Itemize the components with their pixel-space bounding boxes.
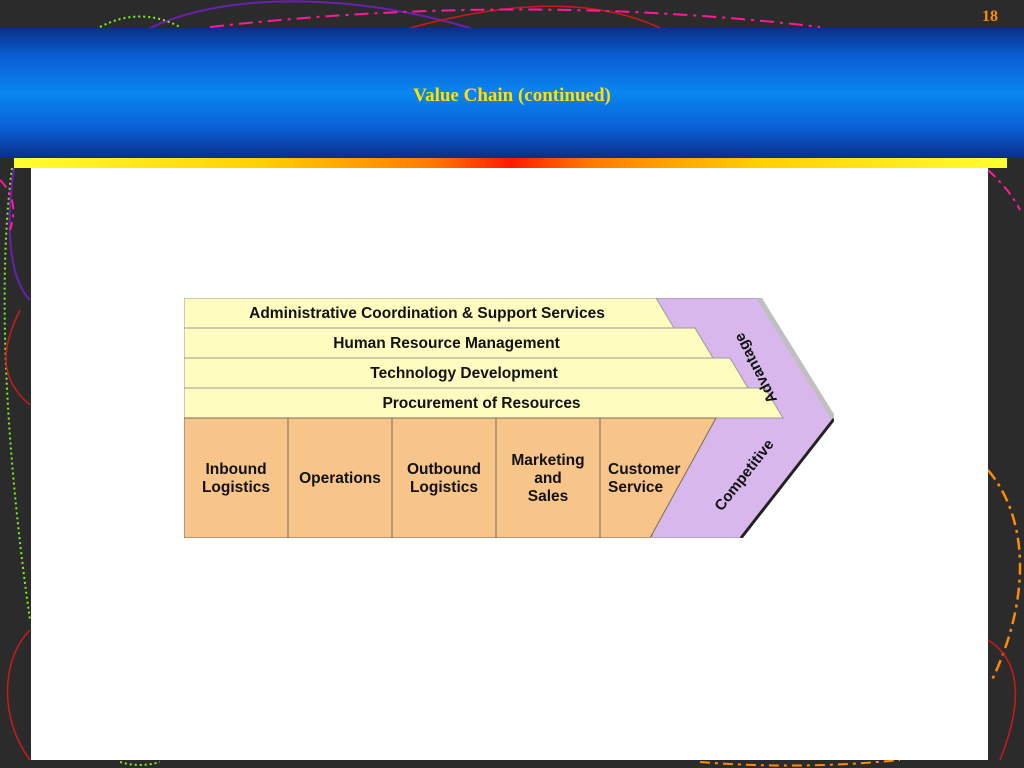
primary-activity-box (495, 417, 601, 538)
accent-bar (14, 158, 1007, 168)
slide-title: Value Chain (continued) (413, 85, 611, 106)
support-activity-label: Technology Development (370, 365, 557, 382)
slide-number: 18 (982, 8, 998, 25)
primary-activity-box (184, 417, 289, 538)
arrow-shadow-top (756, 298, 834, 421)
value-chain-diagram: Administrative Coordination & Support Se… (184, 298, 834, 538)
support-activity-label: Procurement of Resources (382, 395, 580, 412)
support-activity-label: Human Resource Management (333, 335, 560, 352)
primary-activity-label: Operations (299, 470, 381, 487)
primary-activity-box (391, 417, 497, 538)
support-activity-band (184, 387, 784, 419)
arrow-shadow-bottom (739, 418, 834, 538)
support-activity-label: Administrative Coordination & Support Se… (249, 305, 605, 322)
primary-activity-box (599, 417, 717, 538)
title-banner (0, 28, 1024, 158)
primary-activity-box (287, 417, 393, 538)
